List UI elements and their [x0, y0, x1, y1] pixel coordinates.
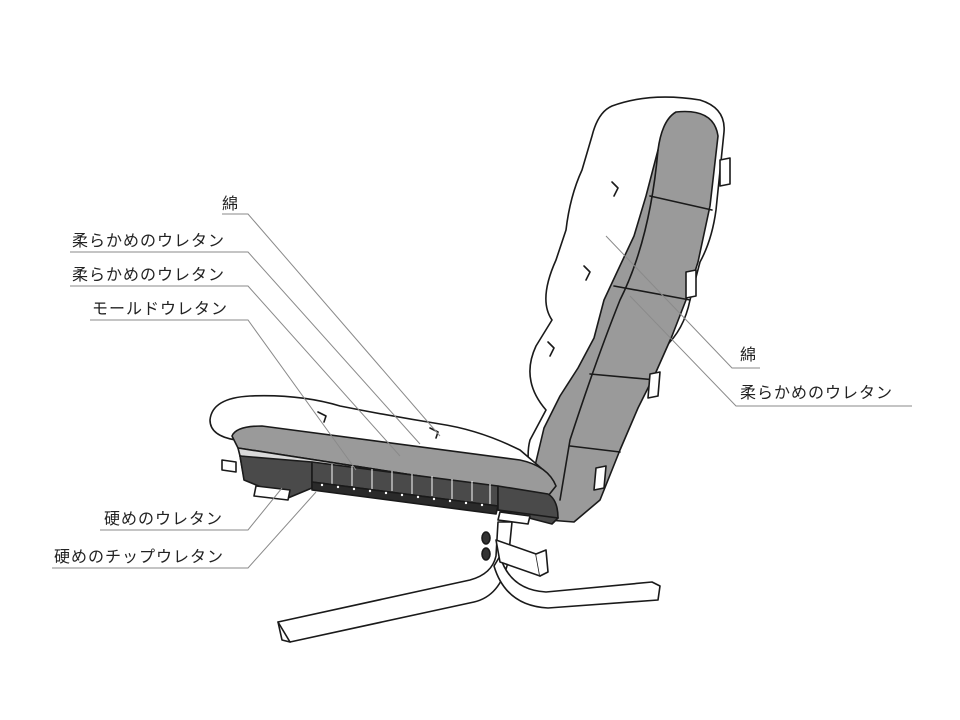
leader-cotton-right [605, 235, 760, 369]
leader-soft-urethane-right [629, 295, 912, 407]
bolt-lower [481, 547, 491, 561]
leader-lines-right [605, 235, 912, 407]
seat-soft-layer-1 [231, 425, 557, 497]
label-firm-chip-urethane: 硬めのチップウレタン [54, 547, 224, 566]
label-soft-urethane-right: 柔らかめのウレタン [740, 383, 893, 402]
chair-frame [277, 521, 661, 643]
left-runner [277, 521, 513, 643]
leader-firm-chip-urethane [52, 491, 317, 569]
right-runner [493, 555, 661, 609]
labels-right: 綿 柔らかめのウレタン [740, 345, 893, 402]
leader-lines-left [52, 213, 441, 569]
label-soft-urethane-2: 柔らかめのウレタン [72, 265, 225, 284]
leader-firm-urethane [100, 487, 283, 531]
label-molded-urethane: モールドウレタン [92, 299, 228, 318]
leader-soft-urethane-1 [70, 251, 421, 445]
label-firm-urethane: 硬めのウレタン [104, 509, 223, 528]
bolt-upper [481, 531, 491, 545]
seat-springs [311, 461, 499, 507]
seat [209, 394, 559, 525]
label-cotton-left: 綿 [222, 194, 239, 213]
backrest [527, 96, 731, 523]
label-cotton-right: 綿 [740, 345, 757, 364]
leader-cotton-left [222, 213, 441, 437]
leader-molded-urethane [90, 319, 357, 471]
labels-left: 綿 柔らかめのウレタン 柔らかめのウレタン モールドウレタン 硬めのウレタン 硬… [54, 194, 239, 566]
leader-soft-urethane-2 [70, 285, 401, 457]
label-soft-urethane-1: 柔らかめのウレタン [72, 231, 225, 250]
seat-chip-urethane [311, 481, 499, 515]
seat-firm-urethane [239, 455, 313, 499]
